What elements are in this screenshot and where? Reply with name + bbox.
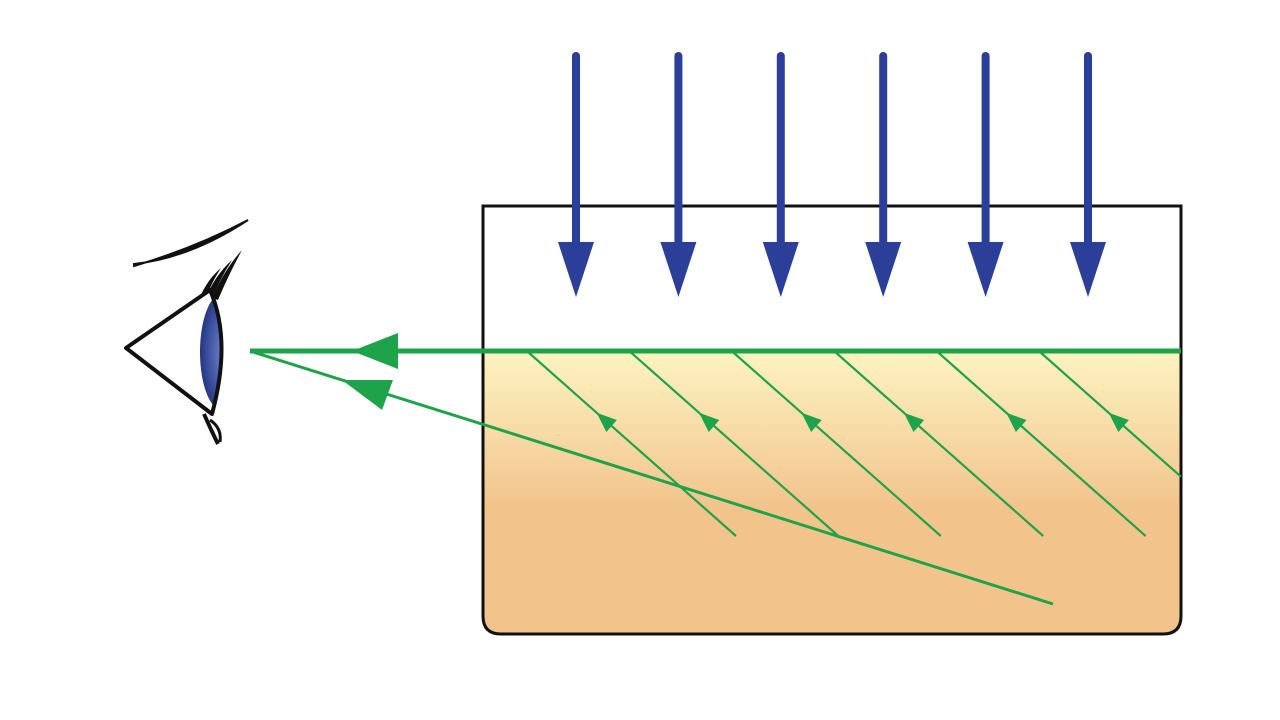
incident-ray — [865, 52, 902, 297]
eyebrow — [133, 219, 249, 268]
observed-rays — [249, 333, 1181, 606]
liquid-ray-line — [936, 351, 1147, 537]
lower-lid — [202, 413, 220, 445]
incident-ray — [967, 52, 1004, 297]
liquid-ray-line — [732, 351, 942, 537]
liquid-ray-line — [527, 351, 737, 537]
incident-ray — [660, 52, 697, 297]
liquid-ray-arrowhead — [1108, 412, 1129, 432]
incident-ray-arrowhead — [967, 242, 1004, 297]
container — [481, 204, 1183, 636]
liquid-ray-arrowhead — [1006, 412, 1027, 432]
liquid-ray-line — [629, 351, 840, 537]
liquid-emitted-ray — [732, 351, 942, 537]
iris — [200, 294, 222, 410]
liquid-ray-line — [834, 351, 1044, 537]
liquid-ray-arrowhead — [699, 412, 720, 432]
incident-ray — [558, 52, 594, 297]
liquid-emitted-ray — [527, 351, 737, 537]
incident-ray-arrowhead — [558, 242, 594, 297]
incident-ray-arrowhead — [660, 242, 697, 297]
lower-lash — [209, 418, 222, 443]
incident-ray-arrowhead — [1070, 242, 1106, 297]
surface-ray-arrowhead — [352, 333, 398, 369]
liquid-ray-arrowhead — [801, 412, 822, 432]
eye-outline — [124, 288, 224, 416]
incident-ray — [1070, 52, 1106, 297]
eyelash — [212, 250, 242, 300]
eye-white — [126, 290, 222, 414]
liquid-ray-arrowhead — [903, 412, 925, 432]
liquid — [483, 352, 1181, 634]
bottom-ray-arrowhead — [342, 380, 393, 410]
incident-rays — [558, 52, 1106, 297]
liquid-emitted-ray — [629, 351, 840, 537]
liquid-emitted-ray — [834, 351, 1044, 537]
incident-ray — [762, 52, 799, 297]
liquid-emitted-ray — [936, 351, 1147, 537]
container-outline — [481, 204, 1183, 636]
liquid-ray-arrowhead — [596, 412, 617, 432]
emitted-rays — [527, 351, 1182, 537]
eye-icon — [124, 219, 249, 445]
liquid-emitted-ray — [1039, 351, 1182, 478]
pupil-highlight — [223, 333, 230, 340]
incident-ray-arrowhead — [762, 242, 799, 297]
pupil — [222, 324, 240, 380]
incident-ray-arrowhead — [865, 242, 902, 297]
